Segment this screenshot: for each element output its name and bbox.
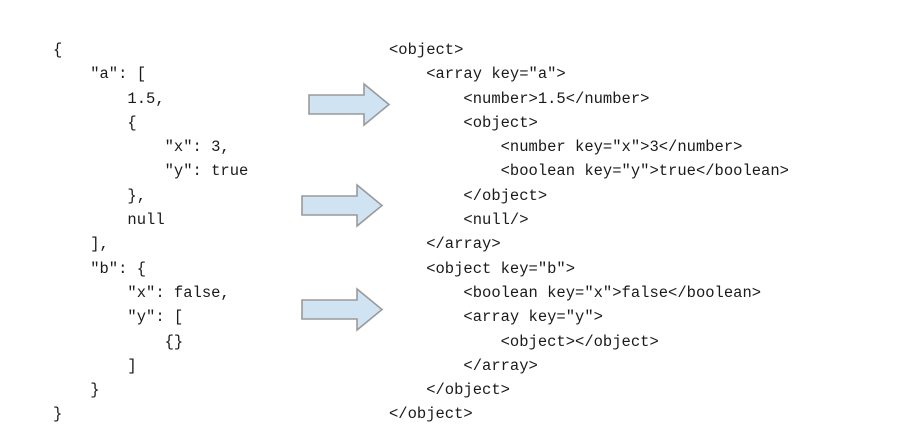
xml-line-4: <object> <box>389 113 538 132</box>
json-line-4: { <box>53 113 137 132</box>
xml-line-14: </array> <box>389 356 538 375</box>
xml-line-6: <boolean key="y">true</boolean> <box>389 162 789 181</box>
json-line-9: ], <box>53 235 109 254</box>
xml-line-9: </array> <box>389 235 501 254</box>
json-line-5: "x": 3, <box>53 138 230 157</box>
json-line-13: {} <box>53 332 184 351</box>
xml-line-10: <object key="b"> <box>389 259 576 278</box>
xml-line-3: <number>1.5</number> <box>389 89 650 108</box>
xml-line-15: </object> <box>389 381 510 400</box>
xml-line-16: </object> <box>389 405 473 424</box>
json-line-16: } <box>53 405 63 424</box>
json-line-14: ] <box>53 356 137 375</box>
xml-line-1: <object> <box>389 41 464 59</box>
json-line-10: "b": { <box>53 259 147 278</box>
xml-line-5: <number key="x">3</number> <box>389 138 743 157</box>
xml-code-block: <object> <array key="a"> <number>1.5</nu… <box>389 38 789 427</box>
json-line-12: "y": [ <box>53 308 184 327</box>
xml-line-13: <object></object> <box>389 332 659 351</box>
json-line-2: "a": [ <box>53 65 147 84</box>
json-to-xml-diagram: { "a": [ 1.5, { "x": 3, "y": true }, nul… <box>53 41 789 423</box>
json-line-8: null <box>53 211 165 230</box>
xml-line-8: <null/> <box>389 211 529 230</box>
json-line-15: } <box>53 381 100 400</box>
json-line-1: { <box>53 41 63 59</box>
json-line-11: "x": false, <box>53 283 230 302</box>
json-line-6: "y": true <box>53 162 249 181</box>
xml-line-11: <boolean key="x">false</boolean> <box>389 283 762 302</box>
xml-line-2: <array key="a"> <box>389 65 566 84</box>
mapping-arrow-2 <box>301 183 384 228</box>
mapping-arrow-1 <box>308 82 391 127</box>
xml-line-12: <array key="y"> <box>389 308 603 327</box>
json-code-block: { "a": [ 1.5, { "x": 3, "y": true }, nul… <box>53 38 248 427</box>
json-line-3: 1.5, <box>53 89 165 108</box>
xml-line-7: </object> <box>389 186 548 205</box>
json-line-7: }, <box>53 186 147 205</box>
mapping-arrow-3 <box>301 287 384 332</box>
